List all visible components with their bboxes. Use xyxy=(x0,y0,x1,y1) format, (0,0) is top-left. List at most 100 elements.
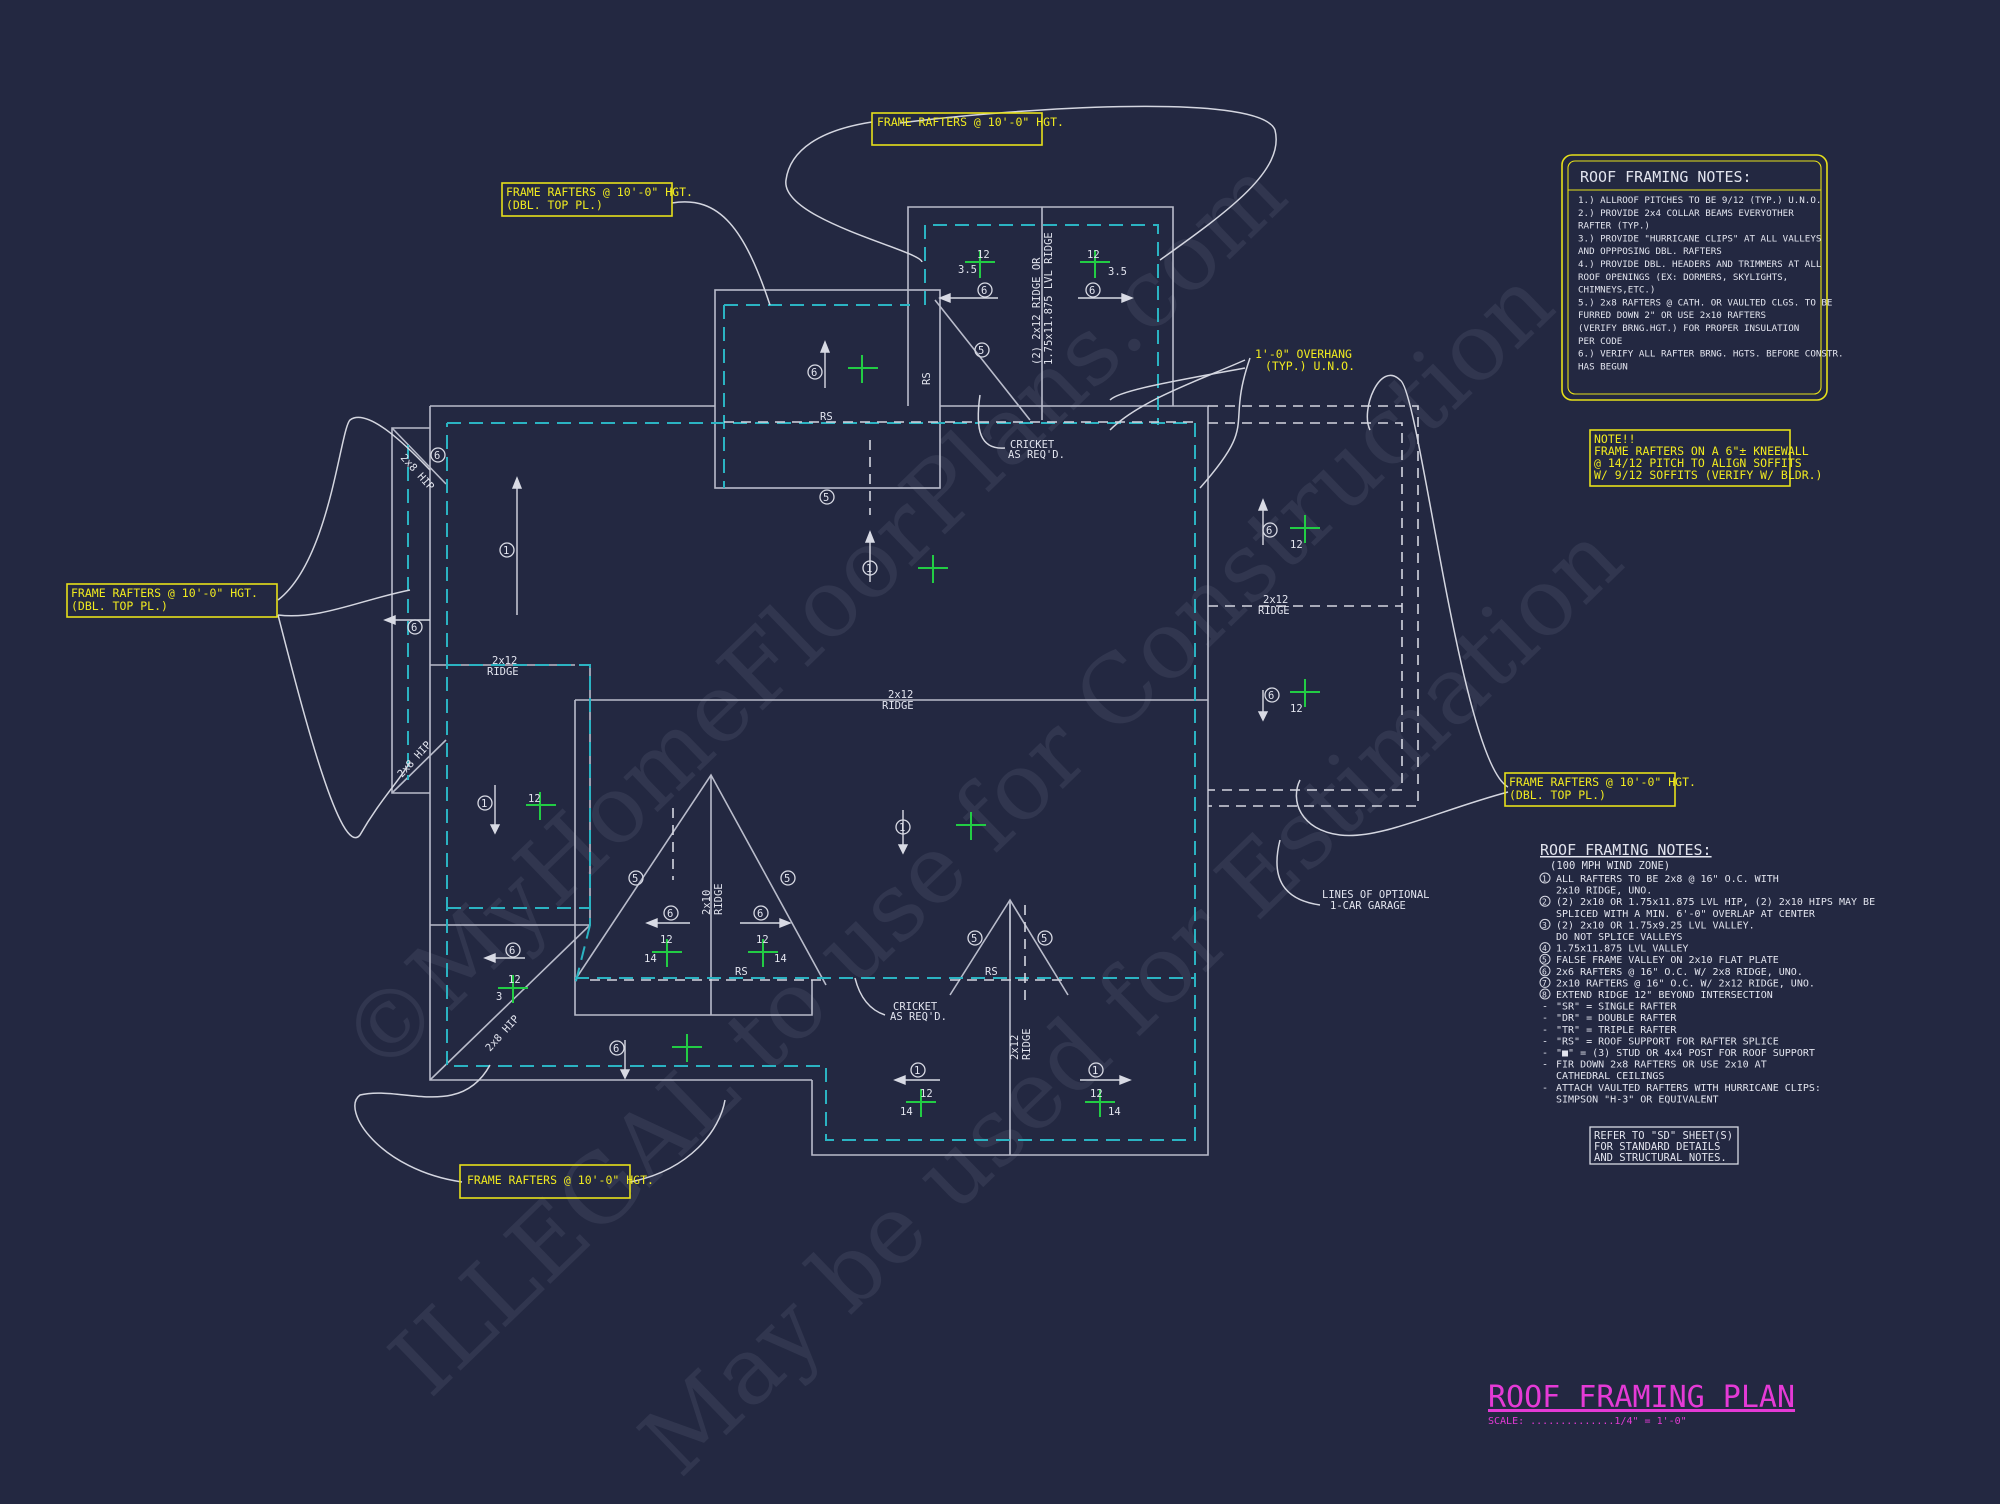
frame-callout-bottom: FRAME RAFTERS @ 10'-0" HGT. xyxy=(459,1164,654,1199)
svg-text:FRAME RAFTERS @ 10'-0" HGT.: FRAME RAFTERS @ 10'-0" HGT. xyxy=(877,115,1064,129)
svg-text:6: 6 xyxy=(1266,525,1272,537)
svg-text:FRAME RAFTERS @ 10'-0" HGT.: FRAME RAFTERS @ 10'-0" HGT. xyxy=(71,586,258,600)
svg-text:5: 5 xyxy=(978,345,984,357)
legend-item-marker xyxy=(1539,965,1551,977)
notes-box-line: (VERIFY BRNG.HGT.) FOR PROPER INSULATION xyxy=(1578,323,1799,334)
svg-text:6: 6 xyxy=(434,450,440,462)
ridge-size-center: 2x12 xyxy=(888,689,913,701)
svg-text:FRAME RAFTERS @ 10'-0" HGT.: FRAME RAFTERS @ 10'-0" HGT. xyxy=(467,1173,654,1187)
legend-item-number: 1 xyxy=(1542,875,1547,884)
svg-text:(TYP.) U.N.O.: (TYP.) U.N.O. xyxy=(1265,359,1355,373)
ridge-lvl-2: 1.75x11.875 LVL RIDGE xyxy=(1043,232,1055,365)
notes-box-line: FURRED DOWN 2" OR USE 2x10 RAFTERS xyxy=(1578,310,1766,321)
ridge-2x12-b: 2x12 xyxy=(1009,1035,1021,1060)
rs-label-top: RS xyxy=(820,411,833,423)
svg-text:1: 1 xyxy=(914,1065,920,1077)
legend-item-bullet: - xyxy=(1542,1025,1548,1036)
svg-text:12: 12 xyxy=(920,1088,933,1100)
notes-box-line: 5.) 2x8 RAFTERS @ CATH. OR VAULTED CLGS.… xyxy=(1578,297,1832,308)
svg-text:6: 6 xyxy=(757,908,763,920)
legend-subtitle: (100 MPH WIND ZONE) xyxy=(1550,860,1670,872)
legend-ref-3: AND STRUCTURAL NOTES. xyxy=(1594,1152,1727,1164)
cricket-asreqd-top: AS REQ'D. xyxy=(1008,449,1065,461)
legend-item-bullet: - xyxy=(1542,1048,1548,1059)
notes-box-line: CHIMNEYS,ETC.) xyxy=(1578,285,1655,296)
svg-text:14: 14 xyxy=(1108,1106,1121,1118)
legend-item-text: "RS" = ROOF SUPPORT FOR RAFTER SPLICE xyxy=(1556,1036,1779,1047)
svg-text:5: 5 xyxy=(632,873,638,885)
legend-item-text: CATHEDRAL CEILINGS xyxy=(1556,1071,1664,1082)
svg-text:1: 1 xyxy=(503,545,509,557)
svg-text:12: 12 xyxy=(1290,539,1303,551)
svg-text:FRAME RAFTERS @ 10'-0" HGT.: FRAME RAFTERS @ 10'-0" HGT. xyxy=(506,185,693,199)
legend-item-text: ALL RAFTERS TO BE 2x8 @ 16" O.C. WITH xyxy=(1556,874,1779,885)
svg-text:@ 14/12 PITCH TO ALIGN SOFFITS: @ 14/12 PITCH TO ALIGN SOFFITS xyxy=(1594,456,1802,470)
legend-item-number: 3 xyxy=(1542,921,1547,930)
optional-garage-label-2: 1-CAR GARAGE xyxy=(1330,900,1406,912)
notes-box-line: PER CODE xyxy=(1578,336,1622,347)
plan-title: ROOF FRAMING PLAN xyxy=(1488,1380,1795,1415)
notes-box-line: 2.) PROVIDE 2x4 COLLAR BEAMS EVERYOTHER xyxy=(1578,208,1794,219)
legend-item-text: 2x10 RIDGE, UNO. xyxy=(1556,886,1652,897)
ridge-label-center: RIDGE xyxy=(882,700,914,712)
legend-item-number: 6 xyxy=(1542,967,1547,976)
svg-text:14: 14 xyxy=(774,953,787,965)
svg-text:W/ 9/12 SOFFITS (VERIFY W/ BLD: W/ 9/12 SOFFITS (VERIFY W/ BLDR.) xyxy=(1594,468,1822,482)
watermark: ©MyHomeFloorPlans.com ILLEGAL to use for… xyxy=(320,138,1643,1496)
notes-box-line: 6.) VERIFY ALL RAFTER BRNG. HGTS. BEFORE… xyxy=(1578,349,1844,360)
svg-text:14: 14 xyxy=(900,1106,913,1118)
legend-item-text: (2) 2x10 OR 1.75x9.25 LVL VALLEY. xyxy=(1556,920,1755,931)
svg-text:14: 14 xyxy=(644,953,657,965)
ridge-size-left: 2x12 xyxy=(492,655,517,667)
cricket-label-top: CRICKET xyxy=(1010,439,1055,451)
legend-ref-2: FOR STANDARD DETAILS xyxy=(1594,1141,1720,1153)
notes-box-line: 1.) ALLROOF PITCHES TO BE 9/12 (TYP.) U.… xyxy=(1578,195,1821,206)
roof-framing-notes-box: ROOF FRAMING NOTES: 1.) ALLROOF PITCHES … xyxy=(1561,154,1844,401)
svg-text:(DBL. TOP PL.): (DBL. TOP PL.) xyxy=(1509,788,1606,802)
legend-item-text: EXTEND RIDGE 12" BEYOND INTERSECTION xyxy=(1556,990,1773,1001)
cricket-label-bottom: CRICKET xyxy=(893,1001,938,1013)
legend-item-number: 2 xyxy=(1542,898,1547,907)
frame-callout-right: FRAME RAFTERS @ 10'-0" HGT. (DBL. TOP PL… xyxy=(1504,772,1696,807)
legend-item-marker xyxy=(1539,942,1551,954)
legend-item-text: ATTACH VAULTED RAFTERS WITH HURRICANE CL… xyxy=(1556,1083,1821,1094)
legend-item-text: "■" = (3) STUD OR 4x4 POST FOR ROOF SUPP… xyxy=(1556,1048,1815,1059)
legend-item-text: (2) 2x10 OR 1.75x11.875 LVL HIP, (2) 2x1… xyxy=(1556,897,1875,908)
svg-text:12: 12 xyxy=(508,974,521,986)
rs-label-bottom-a: RS xyxy=(735,966,748,978)
legend-item-text: DO NOT SPLICE VALLEYS xyxy=(1556,932,1682,943)
legend-item-bullet: - xyxy=(1542,1002,1548,1013)
svg-text:12: 12 xyxy=(756,934,769,946)
legend-item-marker xyxy=(1539,918,1551,930)
svg-text:6: 6 xyxy=(811,367,817,379)
svg-text:6: 6 xyxy=(411,622,417,634)
plan-scale: SCALE: ..............1/4" = 1'-0" xyxy=(1488,1416,1687,1427)
svg-text:12: 12 xyxy=(1290,703,1303,715)
notes-box-line: 4.) PROVIDE DBL. HEADERS AND TRIMMERS AT… xyxy=(1578,259,1822,270)
svg-text:5: 5 xyxy=(823,492,829,504)
ridge-2x10-a: 2x10 xyxy=(701,890,713,915)
frame-callout-top: FRAME RAFTERS @ 10'-0" HGT. xyxy=(871,112,1064,146)
legend-item-text: 2x10 RAFTERS @ 16" O.C. W/ 2x12 RIDGE, U… xyxy=(1556,978,1815,989)
svg-text:1: 1 xyxy=(899,822,905,834)
hip-label-bottom: 2x8 HIP xyxy=(395,739,434,780)
legend-item-text: 1.75x11.875 LVL VALLEY xyxy=(1556,944,1688,955)
legend-item-number: 5 xyxy=(1542,956,1547,965)
svg-text:1: 1 xyxy=(481,798,487,810)
plan-title-block: ROOF FRAMING PLAN SCALE: ..............1… xyxy=(1488,1380,1795,1427)
svg-text:(DBL. TOP PL.): (DBL. TOP PL.) xyxy=(506,198,603,212)
legend-item-text: "SR" = SINGLE RAFTER xyxy=(1556,1002,1677,1013)
svg-text:(DBL. TOP PL.): (DBL. TOP PL.) xyxy=(71,599,168,613)
svg-text:5: 5 xyxy=(971,933,977,945)
ridge-label-left: RIDGE xyxy=(487,666,519,678)
svg-text:1: 1 xyxy=(866,563,872,575)
notes-box-line: ROOF OPENINGS (EX: DORMERS, SKYLIGHTS, xyxy=(1578,272,1788,283)
rafter-direction-arrows xyxy=(383,292,1269,1086)
notes-box-title: ROOF FRAMING NOTES: xyxy=(1580,168,1752,186)
svg-text:12: 12 xyxy=(1090,1088,1103,1100)
legend-title: ROOF FRAMING NOTES: xyxy=(1540,841,1712,859)
cricket-asreqd-bottom: AS REQ'D. xyxy=(890,1011,947,1023)
overhang-callout: 1'-0" OVERHANG (TYP.) U.N.O. xyxy=(1255,347,1355,373)
svg-text:12: 12 xyxy=(528,793,541,805)
